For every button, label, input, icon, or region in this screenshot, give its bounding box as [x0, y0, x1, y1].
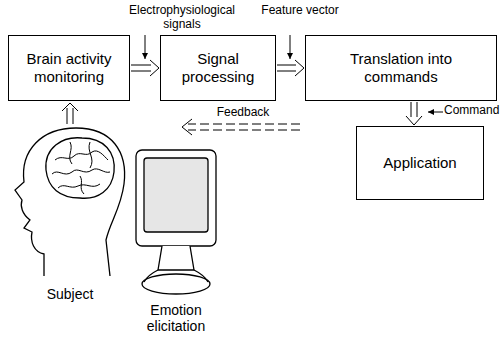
leader-line: [145, 35, 146, 59]
process-box: Translation into commands: [305, 35, 497, 101]
node-text: Translation into commands: [312, 50, 490, 86]
feedback-label: Feedback: [208, 106, 278, 120]
application-box: Application: [356, 126, 484, 200]
signal-arrow: [406, 102, 422, 125]
figure-caption: Subject: [30, 286, 110, 302]
signal-arrow: [277, 60, 304, 76]
edge-label: Command: [444, 104, 500, 118]
monitor-icon: [136, 150, 216, 294]
process-box: Signal processing: [160, 35, 276, 101]
figure-caption: Emotion elicitation: [128, 302, 224, 334]
leader-line: [428, 112, 443, 113]
edge-label: Electrophysiological signals: [112, 4, 252, 32]
signal-up-arrow: [62, 103, 78, 124]
leader-line: [290, 35, 291, 59]
node-text: Application: [383, 154, 456, 172]
signal-arrow: [131, 60, 159, 76]
feedback-arrow: [182, 119, 300, 135]
node-text: Brain activity monitoring: [15, 50, 123, 86]
process-box: Brain activity monitoring: [8, 35, 130, 101]
subject-head: [15, 128, 125, 276]
node-text: Signal processing: [167, 50, 269, 86]
edge-label: Feature vector: [255, 4, 345, 18]
